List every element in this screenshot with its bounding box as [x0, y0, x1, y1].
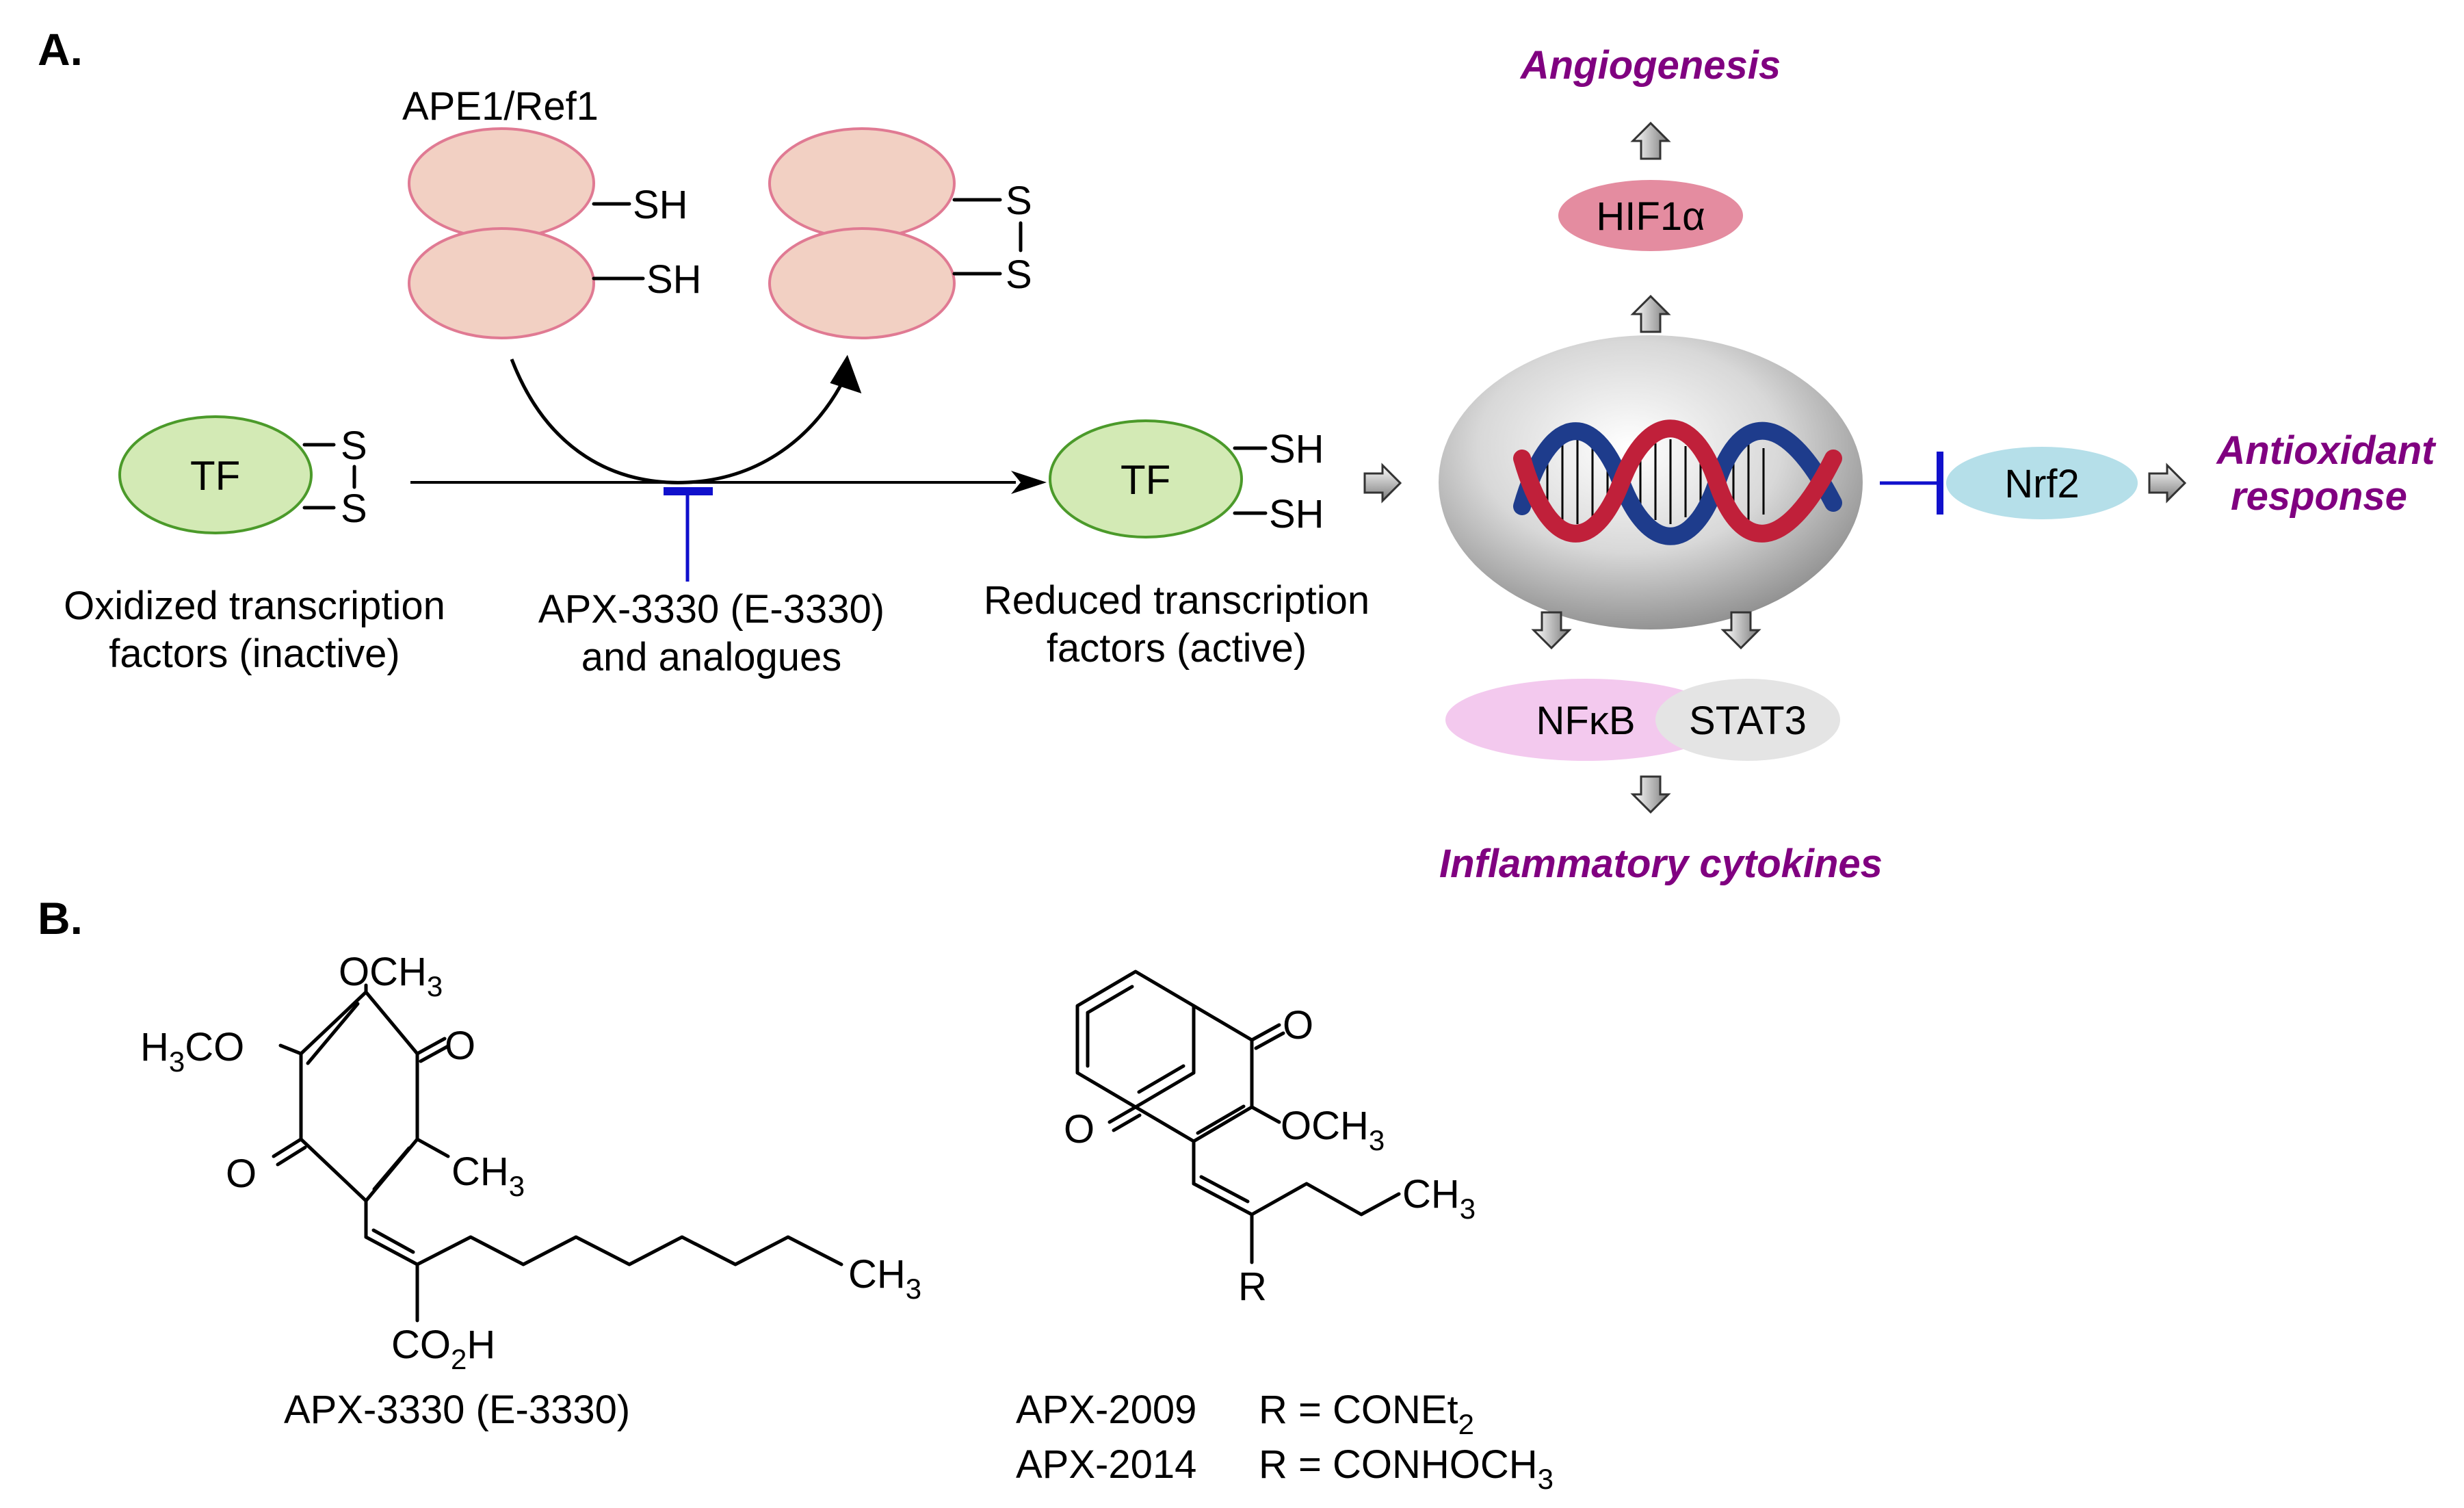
- panel-a-label: A.: [38, 24, 83, 75]
- panel-b-label: B.: [38, 893, 83, 944]
- arrow-to-angiogenesis: [1631, 122, 1670, 160]
- ape1-cycle-arrow: [510, 354, 862, 484]
- inflammatory-cytokines-label: Inflammatory cytokines: [1439, 842, 1883, 886]
- analogue-r-group: R: [1238, 1264, 1267, 1309]
- oxidized-caption-line2: factors (inactive): [109, 632, 399, 676]
- tf-oxidized-s-bottom: S: [341, 486, 367, 531]
- apx3330-co2h: CO2H: [391, 1323, 495, 1375]
- tf-oxidized-label: TF: [190, 453, 240, 499]
- ape1-sh-top: SH: [633, 183, 688, 227]
- analogue-och3: OCH3: [1281, 1104, 1385, 1156]
- arrow-to-nfkb: [1532, 611, 1571, 649]
- ape1-s-bottom: S: [1006, 252, 1032, 297]
- analogue-oxygen-right: O: [1283, 1003, 1313, 1048]
- apx2009-name: APX-2009: [1016, 1388, 1196, 1432]
- nrf2-label: Nrf2: [2004, 462, 2080, 506]
- stat3-label: STAT3: [1689, 699, 1807, 743]
- reduced-caption-line1: Reduced transcription: [984, 578, 1369, 623]
- apx2014-r-def: R = CONHOCH3: [1259, 1442, 1554, 1495]
- tf-reduced-sh-bottom: SH: [1269, 492, 1324, 536]
- apx3330-oxygen-right: O: [445, 1024, 475, 1068]
- arrow-to-nucleus: [1363, 464, 1402, 502]
- apx3330-och3-top: OCH3: [339, 950, 443, 1002]
- angiogenesis-label: Angiogenesis: [1519, 43, 1781, 88]
- analogue-oxygen-left: O: [1064, 1107, 1095, 1152]
- hif1a-node: [1558, 180, 1743, 251]
- tf-oxidized: [118, 415, 356, 534]
- nrf2-node: [1946, 447, 2138, 519]
- inhibitor-caption-line1: APX-3330 (E-3330): [538, 587, 884, 632]
- nfkb-label: NFκB: [1536, 699, 1636, 743]
- tf-oxidized-s-top: S: [341, 424, 367, 468]
- reaction-arrow: [410, 471, 1047, 494]
- ape1-reduced: [408, 127, 645, 339]
- tf-reduced-label: TF: [1120, 457, 1170, 503]
- hif1a-label: HIF1α: [1596, 194, 1705, 239]
- reduced-caption-line2: factors (active): [1047, 626, 1307, 671]
- apx-analogue-structure: [1075, 970, 1401, 1264]
- apx3330-name: APX-3330 (E-3330): [284, 1388, 630, 1432]
- stat3-node: [1655, 679, 1840, 761]
- ape1-sh-bottom: SH: [646, 257, 702, 302]
- apx3330-ch3-tail: CH3: [848, 1252, 921, 1305]
- arrow-to-antioxidant: [2148, 464, 2186, 502]
- apx3330-ch3-ring: CH3: [451, 1149, 525, 1202]
- apx2014-name: APX-2014: [1016, 1442, 1196, 1487]
- nfkb-node: [1445, 679, 1726, 761]
- antioxidant-line1: Antioxidant: [2216, 428, 2437, 473]
- inhibitor-caption-line2: and analogues: [581, 635, 842, 679]
- nucleus: [1439, 335, 1863, 629]
- analogue-ch3: CH3: [1402, 1172, 1476, 1225]
- apx3330-oxygen-left: O: [226, 1152, 257, 1196]
- ape1-oxidized: [768, 127, 1023, 339]
- apx3330-structure: [272, 983, 843, 1323]
- oxidized-caption-line1: Oxidized transcription: [64, 584, 445, 628]
- arrow-to-cytokines: [1631, 775, 1670, 814]
- nrf2-inhibition: [1880, 452, 1943, 515]
- ape1-ref1-label: APE1/Ref1: [402, 84, 599, 129]
- arrow-to-hif: [1631, 295, 1670, 333]
- tf-reduced-sh-top: SH: [1269, 427, 1324, 471]
- ape1-s-top: S: [1006, 179, 1032, 223]
- inhibitor-bar: [664, 487, 713, 582]
- antioxidant-line2: response: [2231, 474, 2407, 519]
- apx3330-h3co: H3CO: [140, 1025, 244, 1078]
- tf-reduced: [1049, 419, 1268, 538]
- apx2009-r-def: R = CONEt2: [1259, 1388, 1474, 1440]
